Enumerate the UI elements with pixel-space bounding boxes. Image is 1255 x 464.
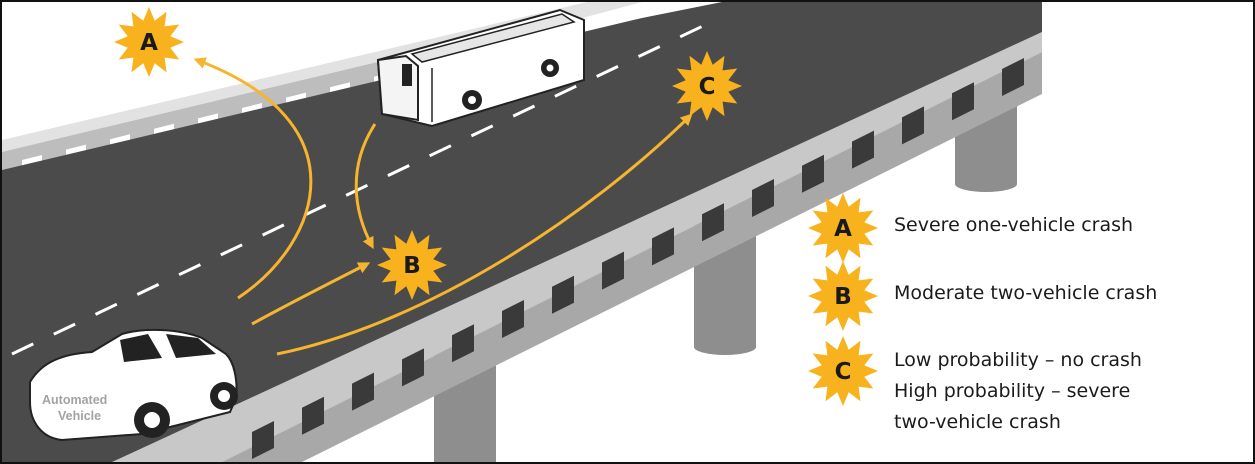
star-icon-c: C [807, 335, 879, 407]
legend-c-text-line3: two-vehicle crash [894, 407, 1142, 438]
svg-text:C: C [835, 359, 852, 385]
legend-c-text-line2: High probability – severe [894, 376, 1142, 407]
legend-a-text: Severe one-vehicle crash [894, 210, 1133, 241]
pillar-middle-base [694, 339, 756, 355]
star-a-letter: A [140, 30, 158, 56]
star-a: A [114, 7, 184, 77]
pillar-back-base [955, 176, 1017, 192]
legend-b-text: Moderate two-vehicle crash [894, 278, 1157, 309]
star-icon-a: A [807, 192, 879, 264]
star-c-letter: C [699, 74, 716, 100]
svg-text:B: B [834, 284, 852, 310]
svg-text:A: A [834, 216, 852, 242]
vehicle-label-line1: Automated [42, 393, 107, 407]
vehicle-label-line2: Vehicle [58, 409, 101, 423]
star-icon-b: B [807, 260, 879, 332]
legend: A Severe one-vehicle crash B Moderate tw… [807, 192, 1237, 452]
star-b-letter: B [403, 253, 421, 279]
legend-c-text-line1: Low probability – no crash [894, 345, 1142, 376]
